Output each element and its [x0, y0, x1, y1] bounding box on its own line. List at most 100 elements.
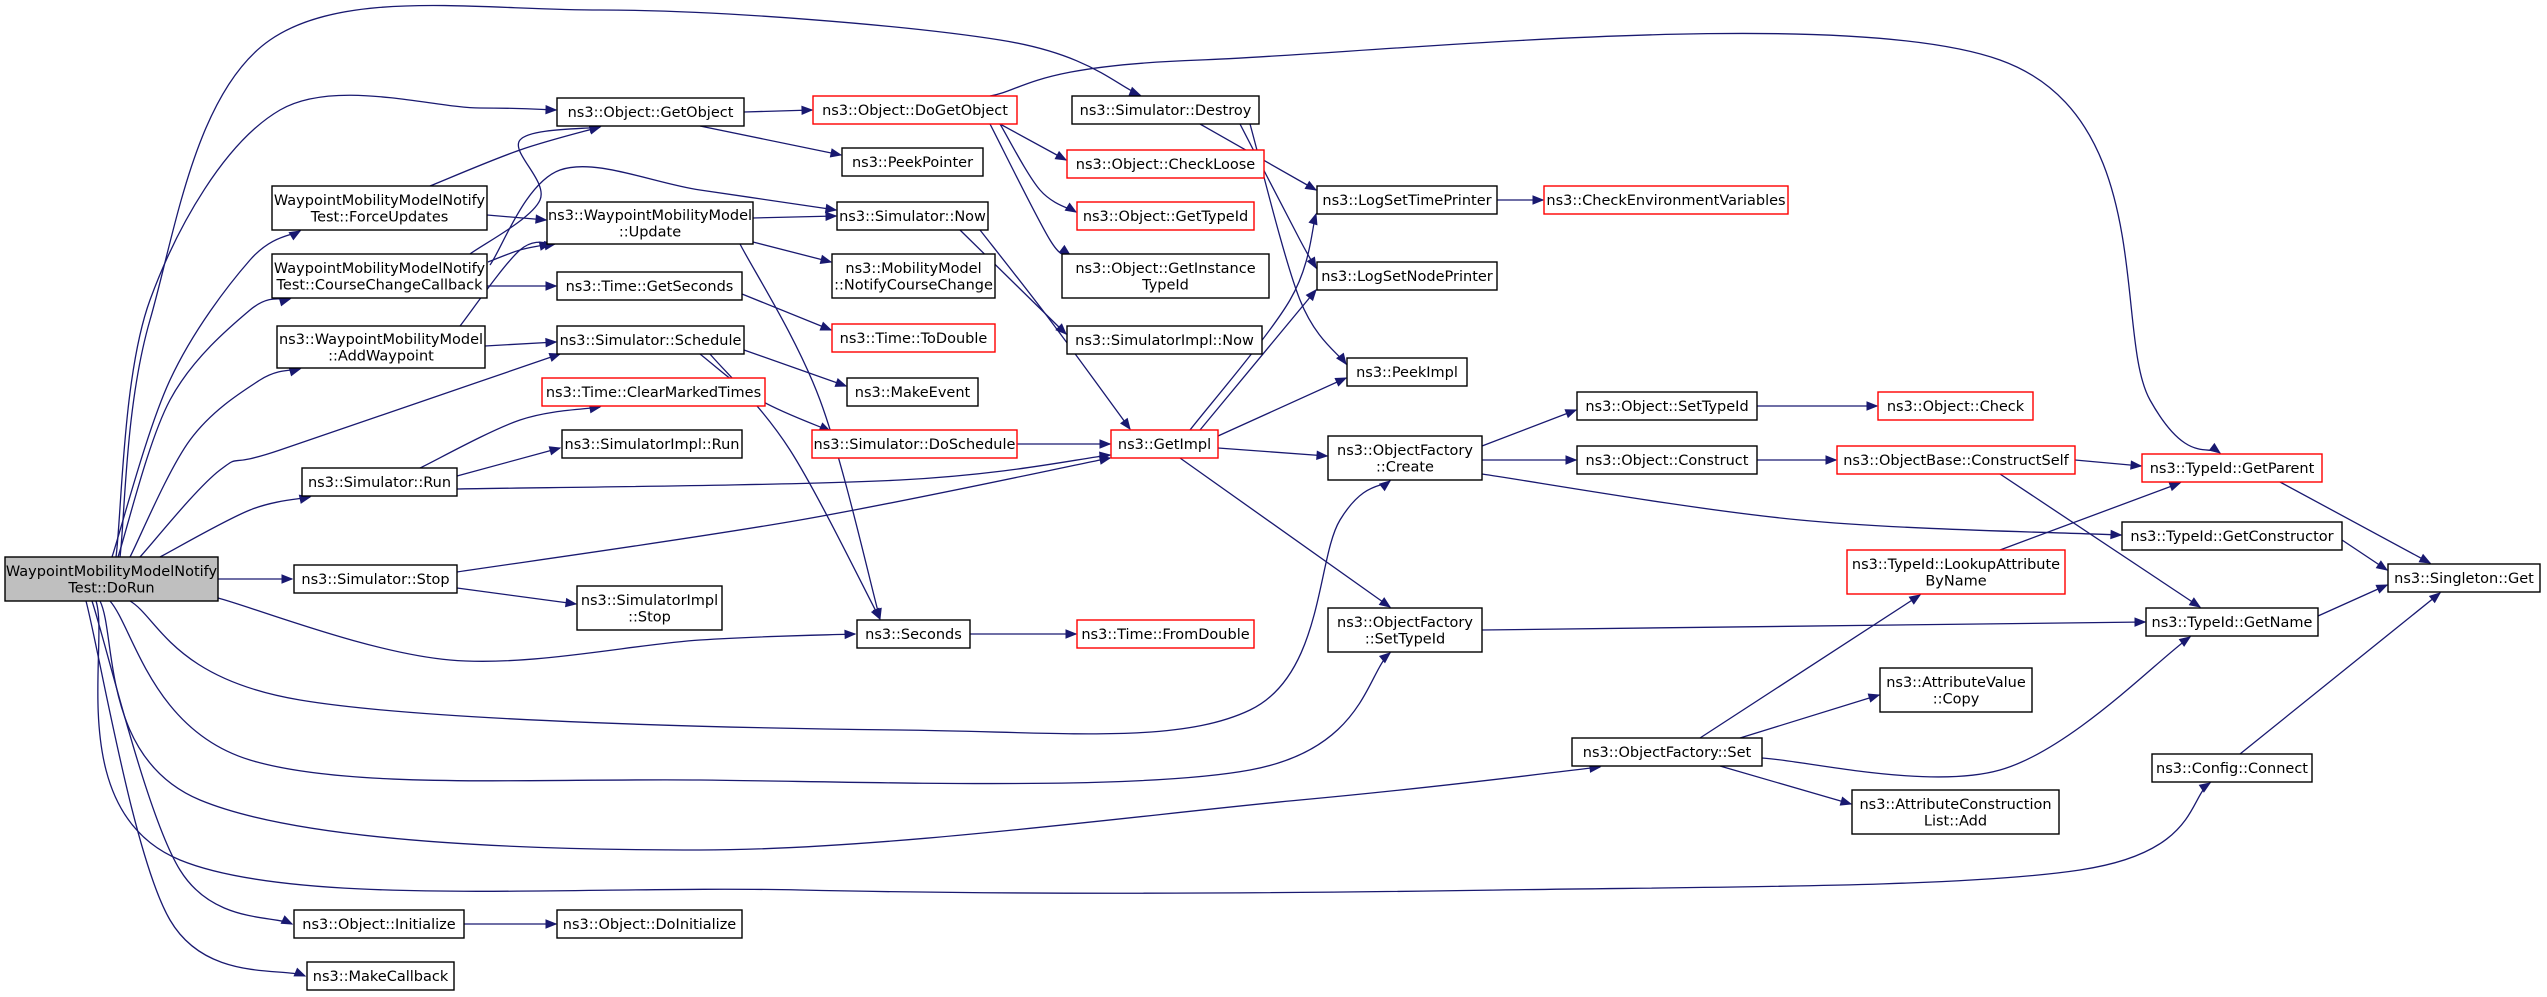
node-box-ofset[interactable] [1571, 737, 1763, 767]
node-getsec[interactable]: ns3::Time::GetSeconds [556, 271, 743, 301]
node-singleton[interactable]: ns3::Singleton::Get [2387, 563, 2541, 593]
node-notifycc[interactable]: ns3::MobilityModel::NotifyCourseChange [831, 253, 996, 299]
node-objcheck[interactable]: ns3::Object::Check [1877, 391, 2034, 421]
node-getparent[interactable]: ns3::TypeId::GetParent [2141, 453, 2323, 483]
node-box-seconds[interactable] [856, 619, 971, 649]
node-box-clrmark[interactable] [541, 377, 766, 407]
node-dogetobj[interactable]: ns3::Object::DoGetObject [812, 95, 1018, 125]
node-logtime[interactable]: ns3::LogSetTimePrinter [1316, 185, 1498, 215]
node-lognode[interactable]: ns3::LogSetNodePrinter [1316, 261, 1498, 291]
node-box-simimplstop[interactable] [576, 585, 723, 631]
node-box-simdestroy[interactable] [1071, 95, 1260, 125]
node-box-objgettid[interactable] [1076, 201, 1255, 231]
node-box-getsec[interactable] [556, 271, 743, 301]
node-simimplstop[interactable]: ns3::SimulatorImpl::Stop [576, 585, 723, 631]
node-box-simstop[interactable] [293, 564, 458, 594]
node-box-checkenv[interactable] [1543, 185, 1789, 215]
node-box-objinit[interactable] [293, 909, 465, 939]
node-box-constructself[interactable] [1836, 445, 2076, 475]
node-objconstruct[interactable]: ns3::Object::Construct [1576, 445, 1758, 475]
node-getname[interactable]: ns3::TypeId::GetName [2145, 607, 2319, 637]
node-box-getimpl[interactable] [1110, 429, 1219, 459]
node-makeevent[interactable]: ns3::MakeEvent [846, 377, 979, 407]
node-wpupdate[interactable]: ns3::WaypointMobilityModel::Update [546, 201, 754, 245]
node-ofsettid[interactable]: ns3::ObjectFactory::SetTypeId [1327, 607, 1483, 653]
node-box-checkloose[interactable] [1066, 149, 1265, 179]
node-todouble[interactable]: ns3::Time::ToDouble [831, 323, 996, 353]
node-getctor[interactable]: ns3::TypeId::GetConstructor [2121, 521, 2343, 551]
node-objinit[interactable]: ns3::Object::Initialize [293, 909, 465, 939]
node-ccc[interactable]: WaypointMobilityModelNotifyTest::CourseC… [271, 253, 488, 299]
node-box-getname[interactable] [2145, 607, 2319, 637]
node-addwp[interactable]: ns3::WaypointMobilityModel::AddWaypoint [276, 325, 486, 369]
node-box-dosched[interactable] [811, 429, 1018, 459]
node-box-ccc[interactable] [271, 253, 488, 299]
node-box-ofcreate[interactable] [1327, 435, 1483, 481]
node-box-notifycc[interactable] [831, 253, 996, 299]
node-box-fromdouble[interactable] [1076, 619, 1255, 649]
node-box-wpupdate[interactable] [546, 201, 754, 245]
node-peekptr[interactable]: ns3::PeekPointer [841, 147, 984, 177]
node-box-root[interactable] [4, 556, 219, 602]
node-clrmark[interactable]: ns3::Time::ClearMarkedTimes [541, 377, 766, 407]
node-simstop[interactable]: ns3::Simulator::Stop [293, 564, 458, 594]
node-box-objsettid[interactable] [1576, 391, 1758, 421]
node-box-lookupattr[interactable] [1846, 549, 2066, 595]
node-box-sched[interactable] [556, 325, 745, 355]
node-box-objconstruct[interactable] [1576, 445, 1758, 475]
node-simimplnow[interactable]: ns3::SimulatorImpl::Now [1066, 325, 1263, 355]
node-attrcopy[interactable]: ns3::AttributeValue::Copy [1879, 667, 2033, 713]
node-box-getinsttid[interactable] [1061, 253, 1270, 299]
node-box-attrcopy[interactable] [1879, 667, 2033, 713]
node-getimpl[interactable]: ns3::GetImpl [1110, 429, 1219, 459]
node-box-simimplnow[interactable] [1066, 325, 1263, 355]
node-sched[interactable]: ns3::Simulator::Schedule [556, 325, 745, 355]
node-box-attrlistadd[interactable] [1851, 789, 2060, 835]
node-box-simnow[interactable] [836, 201, 989, 231]
node-box-ofsettid[interactable] [1327, 607, 1483, 653]
node-box-getctor[interactable] [2121, 521, 2343, 551]
node-seconds[interactable]: ns3::Seconds [856, 619, 971, 649]
node-simimplrun[interactable]: ns3::SimulatorImpl::Run [561, 429, 743, 459]
node-box-logtime[interactable] [1316, 185, 1498, 215]
node-box-simrun[interactable] [301, 467, 458, 497]
node-objgettid[interactable]: ns3::Object::GetTypeId [1076, 201, 1255, 231]
node-cfgconnect[interactable]: ns3::Config::Connect [2151, 753, 2313, 783]
node-box-addwp[interactable] [276, 325, 486, 369]
node-checkloose[interactable]: ns3::Object::CheckLoose [1066, 149, 1265, 179]
node-getobj[interactable]: ns3::Object::GetObject [556, 97, 745, 127]
node-simnow[interactable]: ns3::Simulator::Now [836, 201, 989, 231]
node-box-getobj[interactable] [556, 97, 745, 127]
node-box-peekptr[interactable] [841, 147, 984, 177]
node-box-peekimpl[interactable] [1346, 357, 1468, 387]
node-forceupd[interactable]: WaypointMobilityModelNotifyTest::ForceUp… [271, 185, 488, 231]
node-dosched[interactable]: ns3::Simulator::DoSchedule [811, 429, 1018, 459]
node-box-todouble[interactable] [831, 323, 996, 353]
node-peekimpl[interactable]: ns3::PeekImpl [1346, 357, 1468, 387]
node-box-objcheck[interactable] [1877, 391, 2034, 421]
node-box-forceupd[interactable] [271, 185, 488, 231]
node-simrun[interactable]: ns3::Simulator::Run [301, 467, 458, 497]
node-box-lognode[interactable] [1316, 261, 1498, 291]
node-simdestroy[interactable]: ns3::Simulator::Destroy [1071, 95, 1260, 125]
node-box-getparent[interactable] [2141, 453, 2323, 483]
node-box-cfgconnect[interactable] [2151, 753, 2313, 783]
node-box-doinit[interactable] [556, 909, 743, 939]
node-checkenv[interactable]: ns3::CheckEnvironmentVariables [1543, 185, 1789, 215]
node-box-singleton[interactable] [2387, 563, 2541, 593]
node-ofcreate[interactable]: ns3::ObjectFactory::Create [1327, 435, 1483, 481]
node-ofset[interactable]: ns3::ObjectFactory::Set [1571, 737, 1763, 767]
node-makecb[interactable]: ns3::MakeCallback [306, 961, 455, 991]
node-doinit[interactable]: ns3::Object::DoInitialize [556, 909, 743, 939]
node-box-dogetobj[interactable] [812, 95, 1018, 125]
node-box-makecb[interactable] [306, 961, 455, 991]
node-constructself[interactable]: ns3::ObjectBase::ConstructSelf [1836, 445, 2076, 475]
node-box-simimplrun[interactable] [561, 429, 743, 459]
node-objsettid[interactable]: ns3::Object::SetTypeId [1576, 391, 1758, 421]
node-fromdouble[interactable]: ns3::Time::FromDouble [1076, 619, 1255, 649]
node-box-makeevent[interactable] [846, 377, 979, 407]
